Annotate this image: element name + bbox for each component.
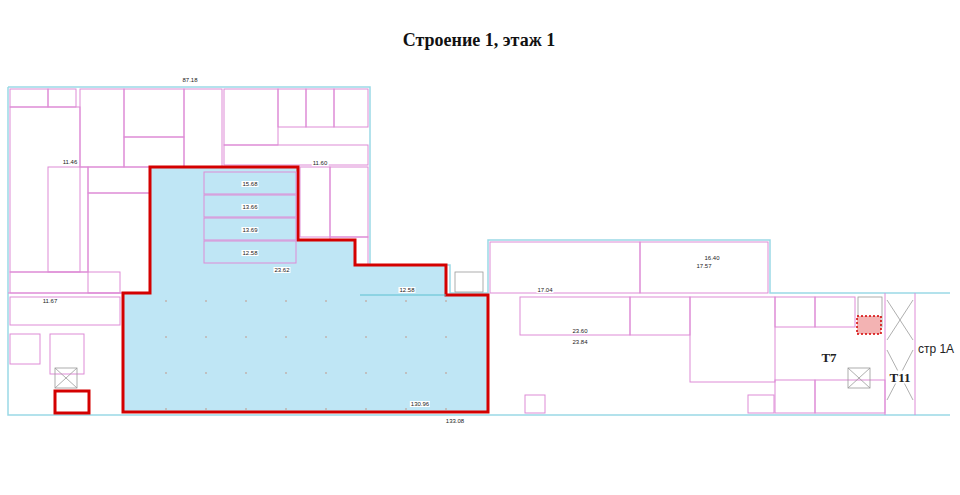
column-dot [405, 336, 407, 338]
column-dot [245, 372, 247, 374]
area-label: T7 [820, 351, 837, 364]
area-label: T11 [889, 371, 912, 384]
dimension-label: 12.58 [398, 287, 415, 293]
column-dot [205, 408, 207, 410]
column-dot [205, 300, 207, 302]
leased-area-small [55, 391, 89, 413]
column-dot [285, 300, 287, 302]
dimension-label: 13.69 [241, 227, 258, 233]
area-label: стр 1А [917, 343, 955, 355]
column-dot [285, 372, 287, 374]
column-dot [205, 372, 207, 374]
column-dot [325, 408, 327, 410]
dimension-label: 23.84 [571, 339, 588, 345]
plan-title: Строение 1, этаж 1 [403, 30, 555, 51]
column-dot [245, 300, 247, 302]
column-dot [445, 336, 447, 338]
column-dot [365, 372, 367, 374]
outer-walls [8, 87, 950, 415]
dimension-label: 11.46 [62, 159, 79, 165]
dimension-label: 16.40 [703, 255, 720, 261]
leased-area [123, 167, 488, 412]
column-dot [165, 336, 167, 338]
dimension-label: 15.68 [241, 181, 258, 187]
dimension-label: 17.57 [695, 263, 712, 269]
column-dot [165, 408, 167, 410]
column-dot [325, 336, 327, 338]
column-dot [445, 408, 447, 410]
dimension-label: 133.08 [445, 418, 465, 424]
leased-area-rooms [204, 172, 446, 295]
room-walls [8, 89, 915, 415]
column-dot [325, 372, 327, 374]
column-dot [405, 300, 407, 302]
column-dot [325, 300, 327, 302]
dimension-label: 87.18 [181, 77, 198, 83]
column-dot [285, 408, 287, 410]
dimension-label: 23.62 [273, 267, 290, 273]
column-dot [365, 300, 367, 302]
dimension-label: 23.60 [571, 328, 588, 334]
column-dot [285, 336, 287, 338]
column-dot [405, 372, 407, 374]
column-dots [165, 300, 447, 410]
column-dot [165, 300, 167, 302]
dimension-label: 130.96 [410, 401, 430, 407]
column-dot [365, 336, 367, 338]
column-dot [245, 336, 247, 338]
dimension-label: 11.67 [42, 298, 59, 304]
dimension-label: 17.04 [536, 287, 553, 293]
column-dot [165, 372, 167, 374]
column-dot [445, 300, 447, 302]
dimension-label: 13.66 [241, 204, 258, 210]
column-dot [445, 372, 447, 374]
dimension-label: 12.58 [241, 250, 258, 256]
column-dot [365, 408, 367, 410]
entrance-marker [857, 316, 881, 334]
dimension-label: 11.60 [312, 160, 329, 166]
column-dot [245, 408, 247, 410]
column-dot [205, 336, 207, 338]
column-dot [405, 408, 407, 410]
